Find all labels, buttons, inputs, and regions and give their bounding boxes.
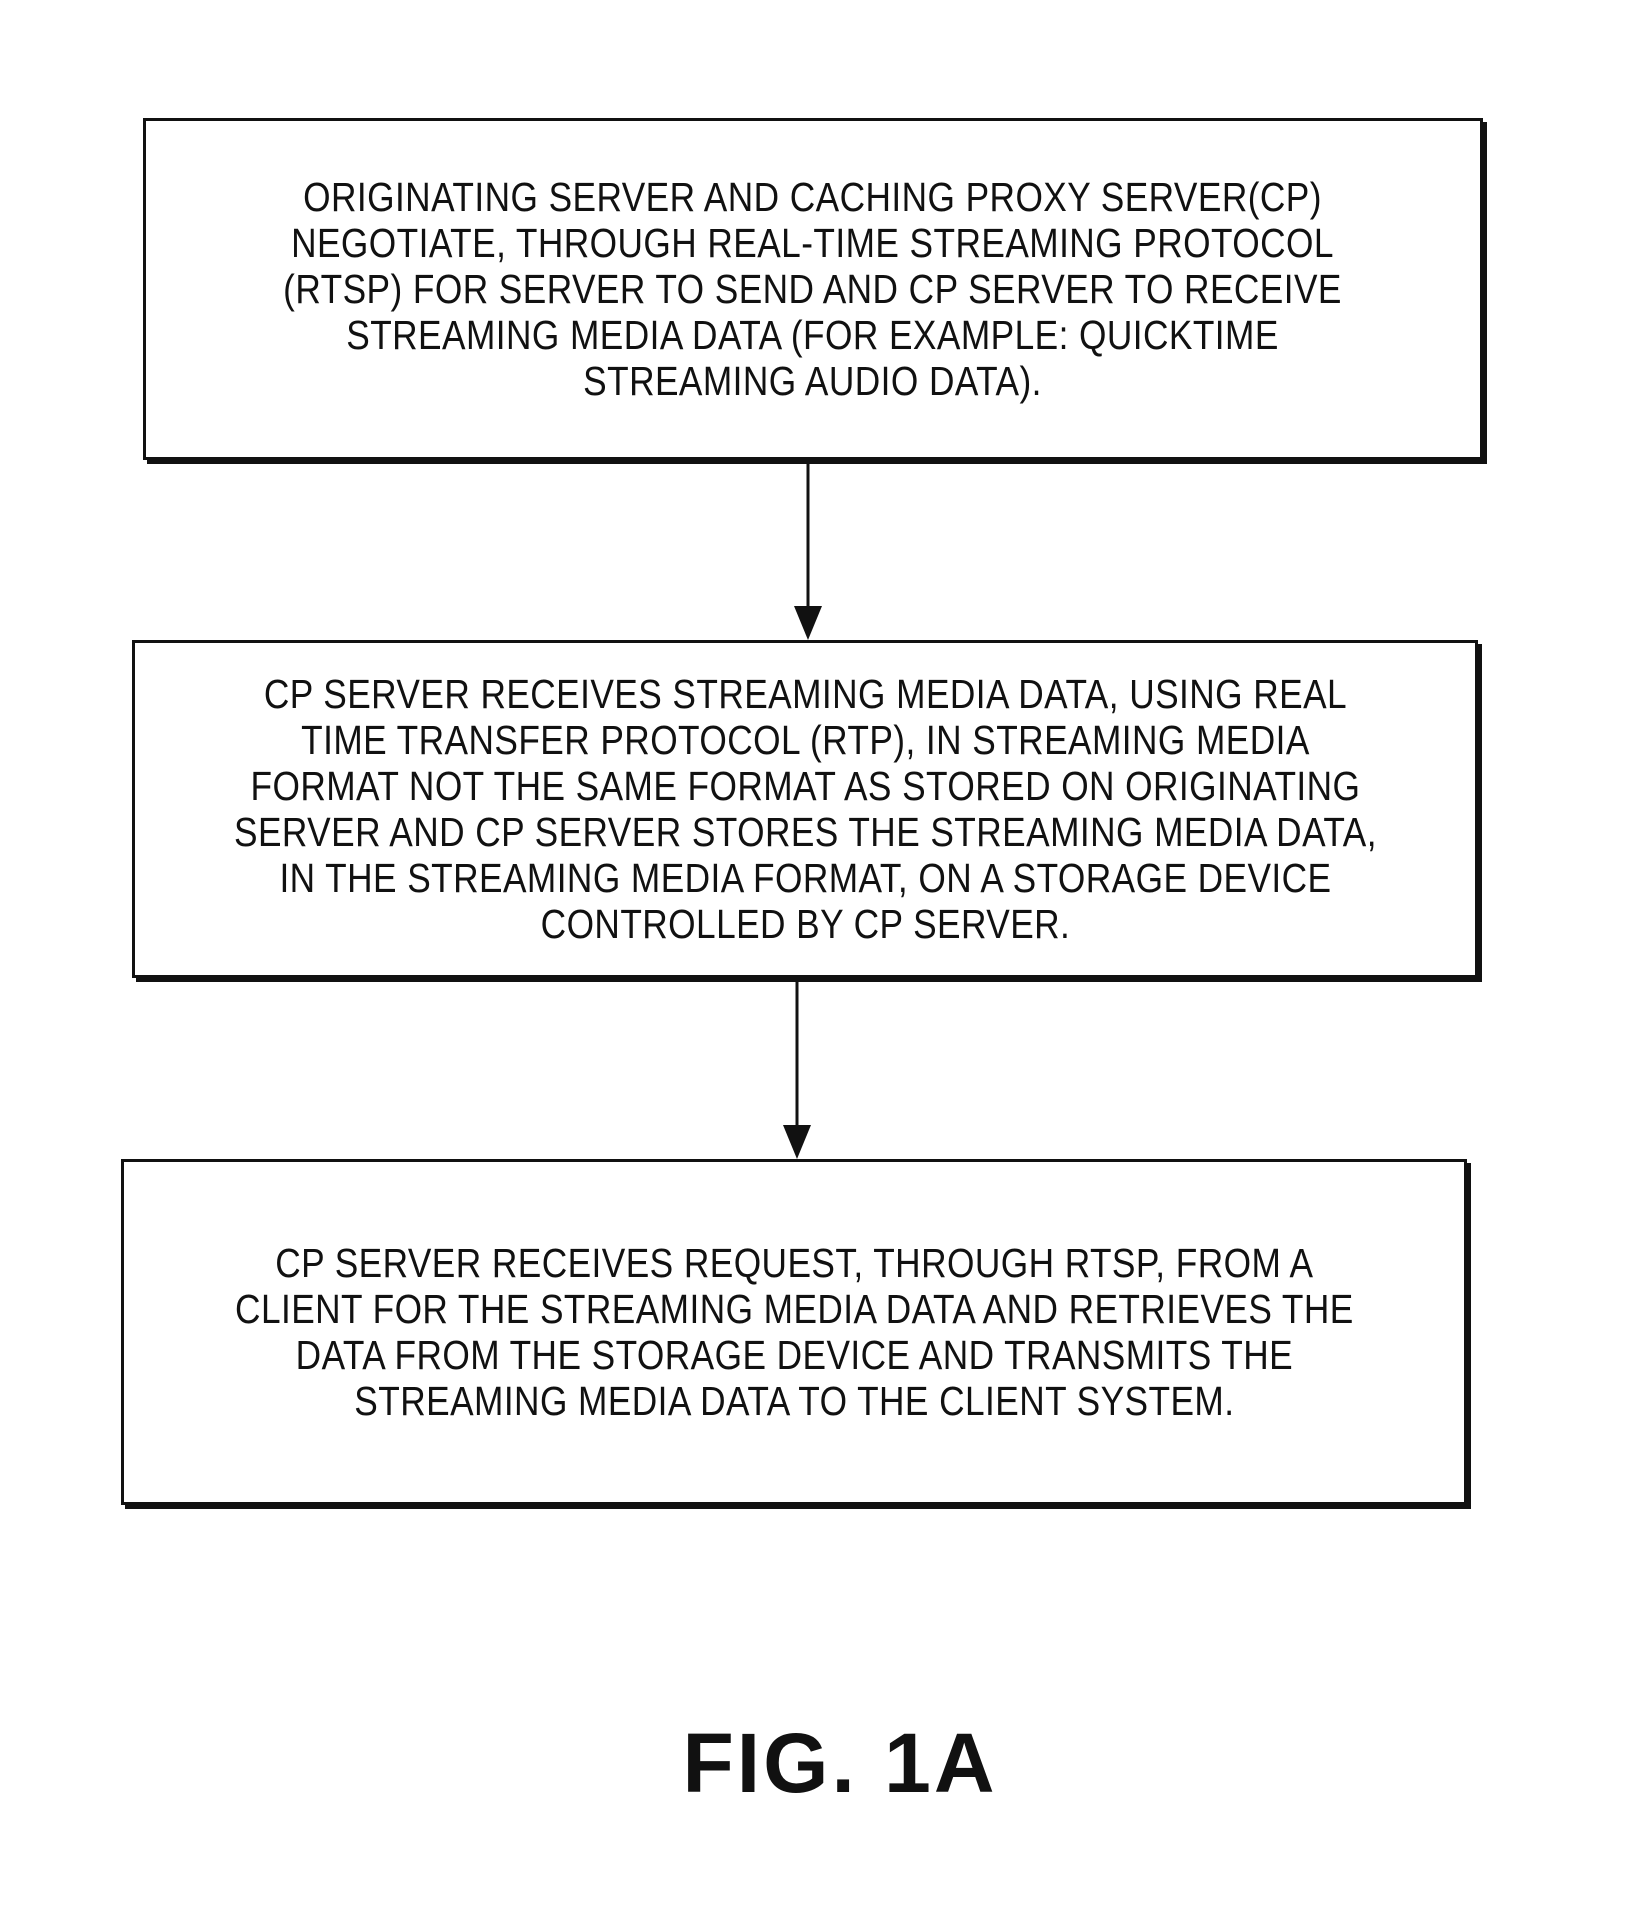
figure-label: FIG. 1A bbox=[590, 1715, 1090, 1812]
flow-step-negotiate: ORIGINATING SERVER AND CACHING PROXY SER… bbox=[143, 118, 1483, 460]
arrow-step2-to-step3 bbox=[783, 981, 811, 1159]
arrow-step1-to-step2 bbox=[794, 463, 822, 640]
flow-step-serve-client-text: CP SERVER RECEIVES REQUEST, THROUGH RTSP… bbox=[235, 1240, 1354, 1424]
flow-step-receive-store-text: CP SERVER RECEIVES STREAMING MEDIA DATA,… bbox=[234, 671, 1377, 947]
flow-step-receive-store: CP SERVER RECEIVES STREAMING MEDIA DATA,… bbox=[132, 640, 1478, 978]
flow-step-negotiate-text: ORIGINATING SERVER AND CACHING PROXY SER… bbox=[284, 174, 1343, 404]
flow-step-serve-client: CP SERVER RECEIVES REQUEST, THROUGH RTSP… bbox=[121, 1159, 1467, 1505]
